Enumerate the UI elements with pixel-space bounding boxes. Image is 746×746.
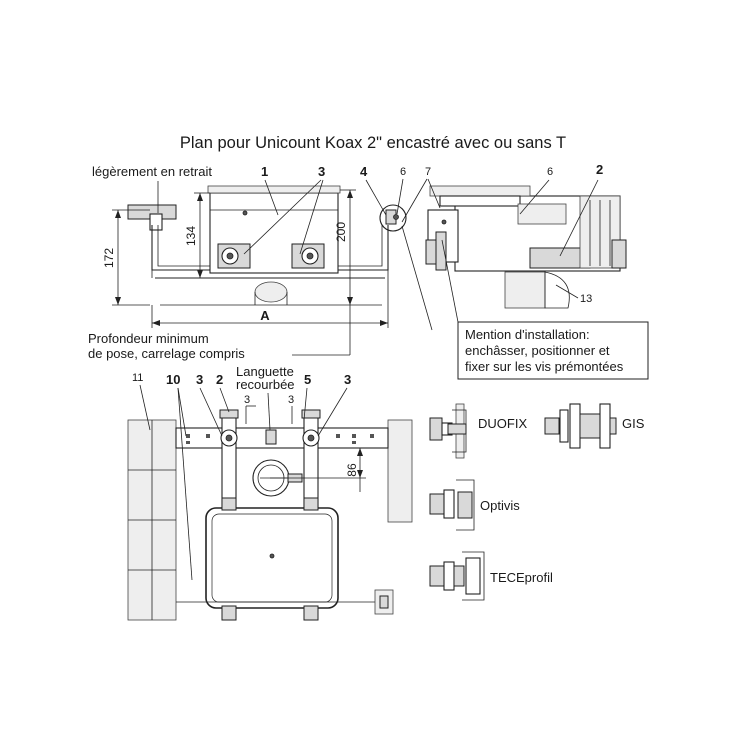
- callout-7: 7: [425, 166, 431, 178]
- drain-pipe-front: [254, 281, 288, 303]
- bracket-clip: [149, 213, 163, 231]
- callout-2-bottom: 2: [216, 372, 223, 387]
- label-languette-1: Languette: [236, 364, 294, 379]
- pipe-left: [221, 411, 237, 513]
- pipe-right: [303, 411, 319, 513]
- variant-optivis: Optivis: [429, 479, 520, 531]
- callout-4: 4: [360, 164, 368, 179]
- dim-3-right: 3: [288, 394, 294, 406]
- dim-172: 172: [102, 248, 116, 268]
- callout-3-bottom-left: 3: [196, 372, 203, 387]
- housing-lid: [207, 185, 341, 194]
- side-view: 4 6 7 6 2 13 Mention d'installation: enc…: [360, 162, 649, 380]
- label-retrait: légèrement en retrait: [92, 164, 212, 179]
- dim-200: 200: [334, 222, 348, 242]
- callout-3-bottom-right: 3: [344, 372, 351, 387]
- variant-duofix: DUOFIX: [429, 403, 527, 459]
- mention-line-2: enchâsser, positionner et: [465, 343, 610, 358]
- callout-5: 5: [304, 372, 311, 387]
- label-optivis: Optivis: [480, 498, 520, 513]
- label-profondeur-2: de pose, carrelage compris: [88, 346, 245, 361]
- callout-2-top: 2: [596, 162, 603, 177]
- callout-13: 13: [580, 293, 592, 305]
- label-profondeur-1: Profondeur minimum: [88, 331, 209, 346]
- callout-6-left: 6: [400, 166, 406, 178]
- side-lower-box: [504, 271, 546, 309]
- label-languette-2: recourbée: [236, 377, 295, 392]
- front-view: 172 134 200 A légèrement en retrait Prof…: [88, 164, 389, 361]
- callout-3-top: 3: [318, 164, 325, 179]
- wall-block-right: [387, 419, 413, 523]
- mention-line-1: Mention d'installation:: [465, 327, 590, 342]
- callout-10: 10: [166, 372, 180, 387]
- label-teceprofil: TECEprofil: [490, 570, 553, 585]
- callout-1: 1: [261, 164, 268, 179]
- variant-teceprofil: TECEprofil: [429, 551, 553, 601]
- dim-134: 134: [184, 226, 198, 246]
- mention-line-3: fixer sur les vis prémontées: [465, 359, 624, 374]
- diagram-title: Plan pour Unicount Koax 2" encastré avec…: [180, 134, 566, 152]
- callout-11: 11: [132, 372, 143, 384]
- bent-tongue: [265, 429, 277, 445]
- mention-box: [457, 321, 649, 380]
- label-gis: GIS: [622, 416, 645, 431]
- label-duofix: DUOFIX: [478, 416, 527, 431]
- variant-gis: GIS: [544, 403, 645, 449]
- dim-3-left: 3: [244, 394, 250, 406]
- detail-circle: [379, 204, 407, 232]
- dim-A: A: [260, 308, 270, 323]
- plan-view: 86 3 3 11 10 3 2 Languette recourbée 5 3: [127, 364, 413, 621]
- dim-86: 86: [345, 463, 359, 477]
- callout-6-right: 6: [547, 166, 553, 178]
